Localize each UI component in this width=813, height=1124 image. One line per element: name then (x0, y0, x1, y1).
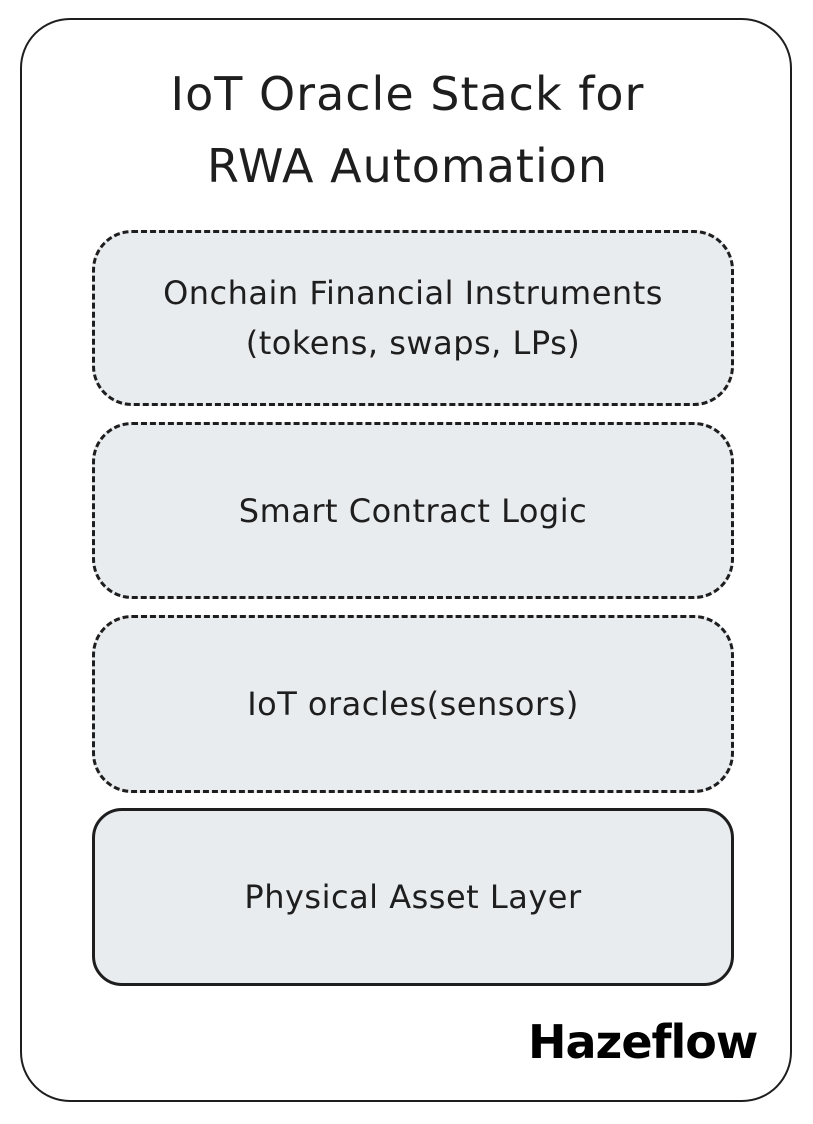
layer-physical-asset: Physical Asset Layer (92, 808, 734, 986)
diagram-title: IoT Oracle Stack for RWA Automation (40, 58, 775, 202)
layer-sublabel: (tokens, swaps, LPs) (245, 324, 581, 362)
hazeflow-logo: Hazeflow (528, 1015, 758, 1069)
title-line-2: RWA Automation (206, 139, 609, 193)
title-line-1: IoT Oracle Stack for (170, 67, 645, 121)
layer-smart-contract-logic: Smart Contract Logic (92, 422, 734, 599)
layer-label: IoT oracles(sensors) (247, 685, 579, 723)
layer-iot-oracles: IoT oracles(sensors) (92, 615, 734, 793)
layer-onchain-financial-instruments: Onchain Financial Instruments (tokens, s… (92, 230, 734, 406)
layer-label: Onchain Financial Instruments (163, 274, 663, 312)
layer-label: Physical Asset Layer (244, 878, 582, 916)
layer-label: Smart Contract Logic (238, 491, 588, 530)
diagram-frame (20, 18, 792, 1102)
